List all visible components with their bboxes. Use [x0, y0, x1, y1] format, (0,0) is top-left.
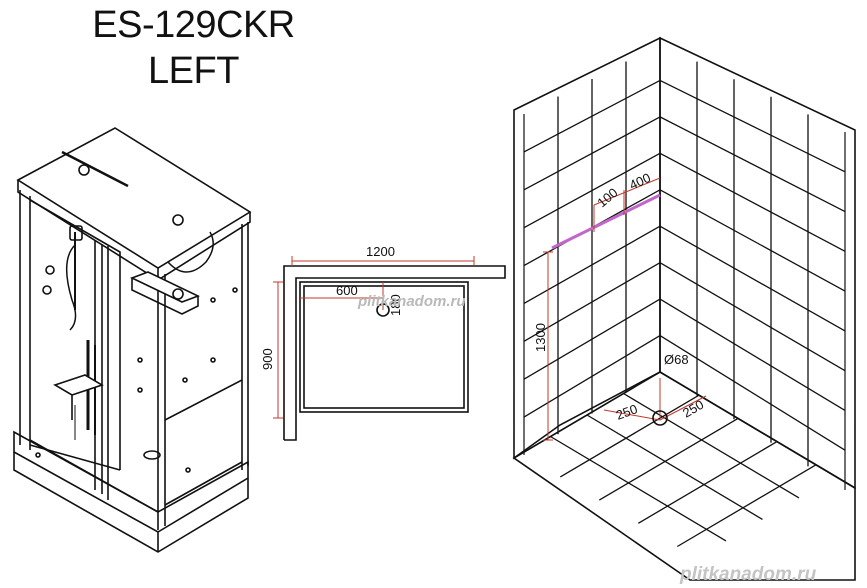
drain-offset-right-label: 250 — [680, 397, 706, 421]
tile-line — [659, 298, 846, 412]
tile-line — [676, 464, 817, 548]
shower-cabin-drawing — [13, 127, 252, 553]
tile-line — [523, 152, 661, 229]
watermark-center: plitkanadom.ru — [357, 293, 466, 310]
tile-line — [623, 392, 800, 499]
tile-line — [659, 79, 846, 173]
tile-line — [523, 116, 661, 191]
tile-line — [523, 298, 661, 380]
tile-line — [637, 441, 778, 524]
variant-title: LEFT — [148, 50, 239, 92]
tile-line — [659, 152, 846, 252]
spacing-a-label: 100 — [594, 185, 620, 210]
model-title: ES-129CKR — [92, 4, 295, 46]
tile-line — [659, 225, 846, 332]
drain-diameter-label: Ø68 — [664, 352, 689, 367]
tile-line — [598, 417, 739, 501]
watermark-bottom: plitkanadom.ru — [679, 564, 817, 585]
drain-y-label: 180 — [388, 294, 403, 316]
tray-depth-label: 900 — [260, 348, 275, 370]
tray-width-label: 1200 — [366, 244, 395, 259]
drain-offset-left-label: 250 — [614, 401, 640, 423]
tile-line — [659, 335, 846, 451]
valve-height-label: 1300 — [533, 323, 548, 352]
tile-line — [523, 262, 661, 342]
tile-line — [559, 394, 700, 478]
wall-dimensions — [543, 177, 707, 441]
tile-line — [523, 334, 661, 418]
tray-plan: 1200 900 600 180 — [260, 244, 506, 441]
tile-line — [523, 79, 661, 153]
spacing-b-label: 400 — [627, 170, 653, 193]
drain-x-label: 600 — [336, 283, 358, 298]
tile-line — [586, 414, 763, 520]
tile-line — [550, 435, 727, 542]
tile-line — [659, 189, 846, 292]
tile-line — [523, 225, 661, 305]
tiled-corner-drawing — [512, 36, 856, 581]
tile-line — [659, 116, 846, 213]
tile-line — [659, 262, 846, 372]
tile-grid — [523, 61, 846, 548]
